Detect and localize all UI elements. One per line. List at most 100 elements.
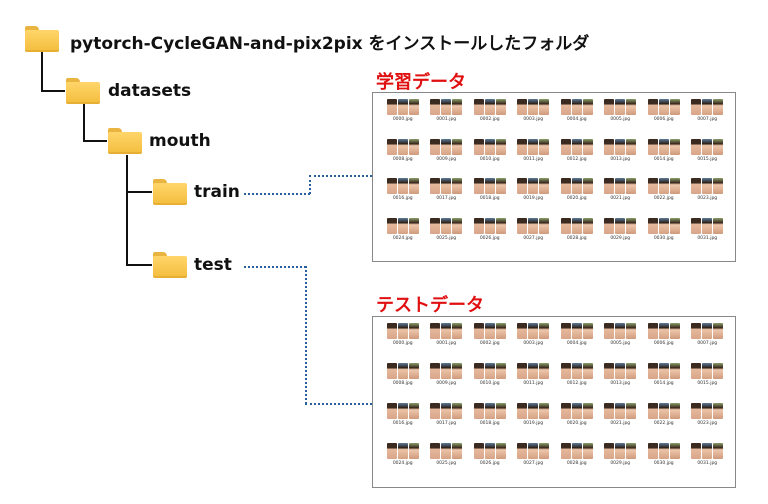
image-thumbnail [560,403,593,419]
image-file-item[interactable]: 0022.jpg [642,403,686,443]
image-file-item[interactable]: 0022.jpg [642,178,686,218]
image-file-item[interactable]: 0000.jpg [381,99,425,139]
image-file-item[interactable]: 0010.jpg [468,138,512,179]
image-file-item[interactable]: 0008.jpg [381,363,425,403]
image-file-item[interactable]: 0000.jpg [381,323,425,363]
image-file-item[interactable]: 0008.jpg [381,138,425,179]
image-file-item[interactable]: 0021.jpg [599,403,643,443]
image-file-item[interactable]: 0002.jpg [468,99,512,139]
image-file-item[interactable]: 0031.jpg [686,443,730,483]
folder-icon[interactable] [108,128,142,154]
image-file-item[interactable]: 0010.jpg [468,363,512,403]
image-file-item[interactable]: 0027.jpg [512,443,556,483]
image-thumbnail [647,99,680,115]
image-thumbnail [430,323,463,339]
image-file-item[interactable]: 0030.jpg [642,217,686,258]
image-file-item[interactable]: 0020.jpg [555,403,599,443]
image-file-item[interactable]: 0020.jpg [555,178,599,218]
image-file-item[interactable]: 0018.jpg [468,178,512,218]
file-name: 0002.jpg [479,117,500,122]
file-name: 0018.jpg [479,196,500,201]
image-file-item[interactable]: 0029.jpg [599,217,643,258]
image-file-item[interactable]: 0016.jpg [381,403,425,443]
image-thumbnail [604,403,637,419]
root-folder-label[interactable]: pytorch-CycleGAN-and-pix2pix をインストールしたフォ… [70,34,590,54]
file-name: 0024.jpg [392,461,413,466]
image-thumbnail [517,323,550,339]
image-file-item[interactable]: 0028.jpg [555,443,599,483]
image-thumbnail [517,363,550,379]
image-file-item[interactable]: 0012.jpg [555,363,599,403]
image-file-item[interactable]: 0003.jpg [512,323,556,363]
image-thumbnail [473,363,506,379]
folder-icon[interactable] [66,78,100,104]
image-file-item[interactable]: 0014.jpg [642,363,686,403]
image-file-item[interactable]: 0025.jpg [425,443,469,483]
train-folder-label[interactable]: train [194,182,240,202]
train-connector [309,175,311,194]
image-thumbnail [517,178,550,194]
image-thumbnail [691,443,724,459]
image-file-item[interactable]: 0019.jpg [512,178,556,218]
image-thumbnail [473,323,506,339]
image-thumbnail [604,138,637,155]
image-file-item[interactable]: 0015.jpg [686,138,730,179]
image-file-item[interactable]: 0013.jpg [599,138,643,179]
image-file-item[interactable]: 0024.jpg [381,443,425,483]
image-file-item[interactable]: 0007.jpg [686,323,730,363]
mouth-folder-label[interactable]: mouth [149,131,211,151]
image-file-item[interactable]: 0027.jpg [512,217,556,258]
image-thumbnail [430,178,463,194]
image-file-item[interactable]: 0023.jpg [686,403,730,443]
image-file-item[interactable]: 0031.jpg [686,217,730,258]
image-file-item[interactable]: 0001.jpg [425,323,469,363]
image-file-item[interactable]: 0003.jpg [512,99,556,139]
image-file-item[interactable]: 0024.jpg [381,217,425,258]
image-file-item[interactable]: 0023.jpg [686,178,730,218]
datasets-folder-label[interactable]: datasets [108,81,192,101]
folder-icon[interactable] [153,252,187,278]
file-name: 0003.jpg [523,117,544,122]
image-thumbnail [691,403,724,419]
folder-icon[interactable] [153,179,187,205]
image-file-item[interactable]: 0005.jpg [599,323,643,363]
image-file-item[interactable]: 0028.jpg [555,217,599,258]
image-file-item[interactable]: 0015.jpg [686,363,730,403]
test-folder-label[interactable]: test [194,255,232,275]
image-file-item[interactable]: 0030.jpg [642,443,686,483]
image-file-item[interactable]: 0009.jpg [425,363,469,403]
image-file-item[interactable]: 0006.jpg [642,99,686,139]
image-file-item[interactable]: 0004.jpg [555,99,599,139]
file-name: 0025.jpg [436,461,457,466]
image-file-item[interactable]: 0011.jpg [512,363,556,403]
image-file-item[interactable]: 0001.jpg [425,99,469,139]
file-name: 0007.jpg [697,117,718,122]
file-name: 0021.jpg [610,421,631,426]
image-file-item[interactable]: 0007.jpg [686,99,730,139]
image-file-item[interactable]: 0005.jpg [599,99,643,139]
image-file-item[interactable]: 0014.jpg [642,138,686,179]
image-file-item[interactable]: 0016.jpg [381,178,425,218]
image-file-item[interactable]: 0002.jpg [468,323,512,363]
image-thumbnail [517,138,550,155]
image-file-item[interactable]: 0012.jpg [555,138,599,179]
image-file-item[interactable]: 0009.jpg [425,138,469,179]
image-file-item[interactable]: 0021.jpg [599,178,643,218]
image-file-item[interactable]: 0018.jpg [468,403,512,443]
image-file-item[interactable]: 0017.jpg [425,178,469,218]
image-file-item[interactable]: 0025.jpg [425,217,469,258]
image-file-item[interactable]: 0006.jpg [642,323,686,363]
file-name: 0019.jpg [523,421,544,426]
image-file-item[interactable]: 0026.jpg [468,443,512,483]
image-file-item[interactable]: 0017.jpg [425,403,469,443]
image-file-item[interactable]: 0011.jpg [512,138,556,179]
image-file-item[interactable]: 0029.jpg [599,443,643,483]
folder-icon[interactable] [25,26,59,52]
image-file-item[interactable]: 0013.jpg [599,363,643,403]
image-file-item[interactable]: 0019.jpg [512,403,556,443]
image-thumbnail [386,99,419,115]
image-file-item[interactable]: 0004.jpg [555,323,599,363]
test-connector [305,266,307,404]
image-file-item[interactable]: 0026.jpg [468,217,512,258]
